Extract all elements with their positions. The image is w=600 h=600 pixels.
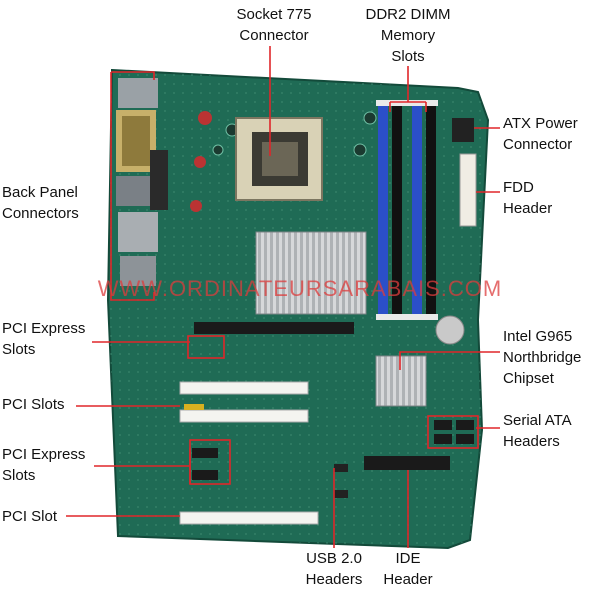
leader-back-panel: [110, 71, 155, 301]
label-pci-slot: PCI Slot: [2, 508, 58, 525]
label-back-panel: Back Panel Connectors: [2, 184, 79, 222]
atx-power-connector: [452, 118, 474, 142]
back-panel-io: [116, 78, 168, 286]
label-fdd-header: FDD Header: [503, 179, 553, 217]
label-usb-headers: USB 2.0 Headers: [305, 550, 363, 588]
watermark: WWW.ORDINATEURSARABAIS.COM: [97, 276, 503, 301]
pci-slot-2: [179, 409, 309, 423]
label-ide-header: IDE Header: [383, 550, 433, 588]
label-pcie-bottom: PCI Express Slots: [2, 446, 86, 484]
pci-slot-3: [179, 511, 319, 525]
sata-header-1: [434, 420, 452, 430]
pcie-x1-slot-2: [192, 470, 218, 480]
headers: [334, 420, 474, 498]
sata-header-2: [456, 420, 474, 430]
label-ddr2-dimm: DDR2 DIMM Memory Slots: [365, 6, 451, 65]
label-sata: Serial ATA Headers: [503, 412, 572, 450]
pcie-x16-slot: [194, 322, 354, 334]
usb-header-1: [334, 464, 348, 472]
sata-header-3: [434, 434, 452, 444]
label-northbridge: Intel G965 Northbridge Chipset: [503, 328, 582, 387]
socket-775: [235, 117, 323, 201]
fdd-header: [459, 153, 477, 227]
label-socket-775: Socket 775 Connector: [236, 6, 312, 44]
dimm-slots: [376, 100, 438, 320]
pcie-x1-slot-1: [192, 448, 218, 458]
usb-header-2: [334, 490, 348, 498]
label-atx-power: ATX Power Connector: [503, 115, 578, 153]
component-outlines: [187, 335, 479, 485]
northbridge-heatsink: [255, 231, 367, 315]
expansion-slots: [179, 322, 354, 525]
southbridge-heatsink: [375, 355, 427, 407]
label-pci-slots: PCI Slots: [2, 396, 65, 413]
label-pcie-top: PCI Express Slots: [2, 320, 86, 358]
pci-slot-1: [179, 381, 309, 395]
sata-header-4: [456, 434, 474, 444]
leader-dimm: [389, 66, 427, 112]
leader-northbridge: [399, 351, 500, 370]
ide-header: [364, 456, 450, 470]
